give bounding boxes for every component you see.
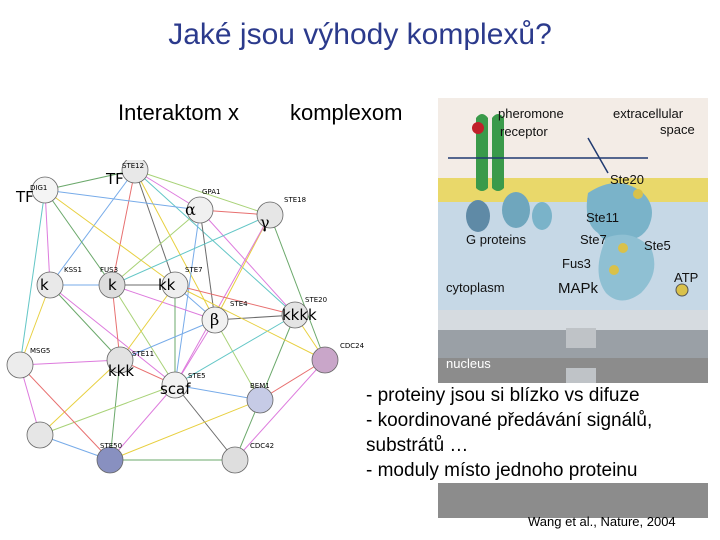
heading-complexome: komplexom [290,100,403,125]
pathway-label-pheromone: pheromone [498,106,564,121]
benefit-item: - moduly místo jednoho proteinu [366,460,638,481]
protein-label: CDC42 [250,442,275,450]
pathway-label-ste11: Ste11 [586,210,620,225]
pathway-label-ste20: Ste20 [610,172,644,187]
protein-label: STE50 [100,442,123,450]
heading-interactome: Interaktom x [118,100,240,125]
role-label-kk: kk [158,276,176,294]
protein-label: KSS1 [64,266,82,274]
protein-label: STE20 [305,296,328,304]
role-label-tf: TF [106,170,124,188]
protein-label: CDC24 [340,342,365,350]
pathway-label-atp: ATP [674,270,699,285]
role-label-kkkk: kkkk [282,306,317,324]
protein-label: STE7 [185,266,203,274]
role-label-gamma: γ [260,213,270,232]
benefit-item: - koordinované předávání signálů, substr… [366,410,653,456]
benefits-list: - proteiny jsou si blízko vs difuze - ko… [362,383,712,483]
protein-label: STE11 [132,350,155,358]
protein-label: STE4 [230,300,248,308]
pathway-label-fus3: Fus3 [562,256,591,271]
role-label-kkk: kkk [108,362,135,380]
network-edges [6,156,339,474]
pathway-label-ste5: Ste5 [644,238,671,253]
protein-label: GPA1 [202,188,221,196]
protein-label: STE12 [122,162,145,170]
role-label-beta: β [210,310,220,329]
protein-label: BEM1 [250,382,270,390]
interaction-network: STE12 DIG1 GPA1 STE18 KSS1 FUS3 STE7 STE… [0,156,420,500]
pathway-label-ste7: Ste7 [580,232,607,247]
protein-label: STE5 [188,372,206,380]
role-label-alpha: α [185,200,196,219]
protein-label: DIG1 [30,184,48,192]
protein-label: FUS3 [100,266,119,274]
pathway-label-receptor: receptor [500,124,548,139]
pathway-label-g-proteins: G proteins [466,232,526,247]
role-label-k: k [40,276,49,294]
benefit-item: - proteiny jsou si blízko vs difuze [366,385,640,406]
pathway-label-mapk: MAPk [558,280,599,297]
role-label-scaf: scaf [160,380,191,398]
slide-title: Jaké jsou výhody komplexů? [168,18,552,51]
pathway-label-space: space [660,122,695,137]
protein-label: MSG5 [30,347,51,355]
pathway-label-nucleus: nucleus [446,356,491,371]
role-label-tf: TF [16,188,34,206]
protein-label: STE18 [284,196,307,204]
pathway-label-cytoplasm: cytoplasm [446,280,505,295]
role-label-k: k [108,276,117,294]
pathway-label-extracellular: extracellular [613,106,684,121]
citation: Wang et al., Nature, 2004 [528,514,676,529]
